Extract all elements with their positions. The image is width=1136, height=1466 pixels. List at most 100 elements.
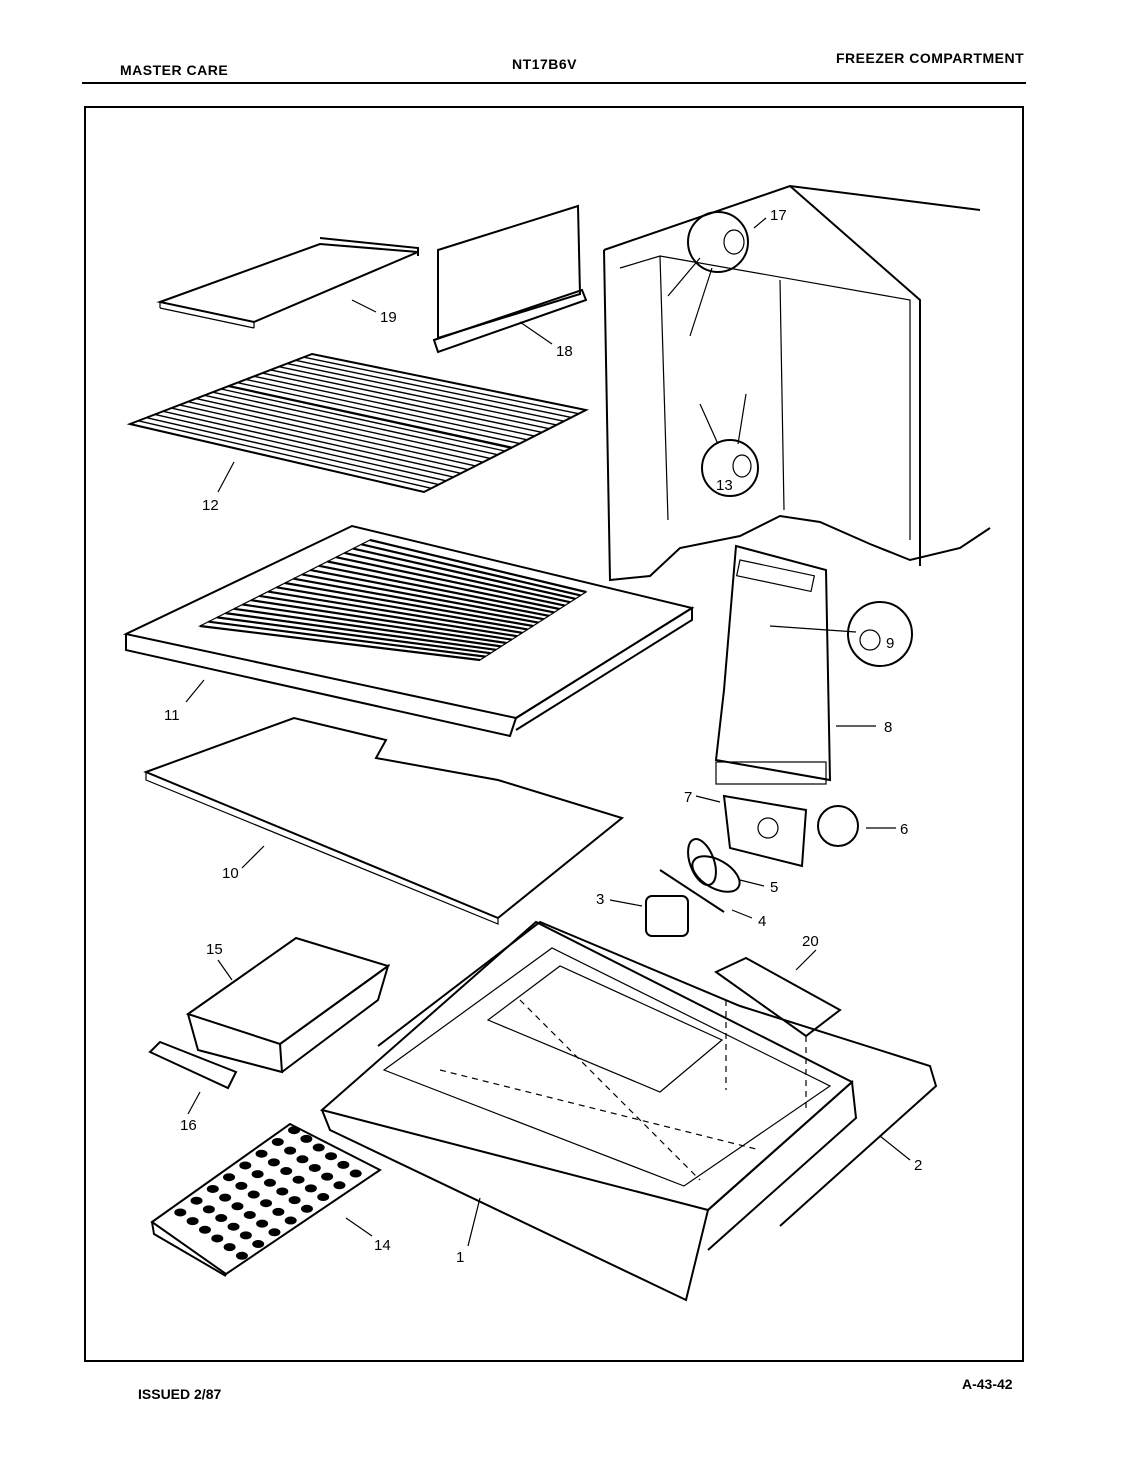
hatch-line	[199, 624, 481, 662]
ice-cup	[296, 1155, 309, 1164]
hatch-line	[262, 372, 542, 434]
hatch-line	[233, 607, 502, 648]
hatch-line	[196, 397, 484, 463]
ice-cup	[239, 1231, 252, 1240]
callout-1: 1	[456, 1249, 464, 1266]
callout-2: 2	[914, 1157, 922, 1174]
ice-cup	[304, 1184, 317, 1193]
hatch-line	[310, 569, 550, 617]
callout-6: 6	[900, 821, 908, 838]
hatch-line	[295, 359, 572, 419]
hatch-line	[229, 385, 513, 448]
ice-cup	[300, 1204, 313, 1213]
part-14-ice-tray	[150, 1122, 382, 1277]
callout-15: 15	[206, 941, 223, 958]
hatch-line	[179, 404, 469, 471]
hatch-line	[293, 577, 539, 624]
ice-cup	[260, 1199, 273, 1208]
hatch-line	[327, 560, 560, 611]
hatch-line	[216, 616, 491, 655]
ice-cup	[267, 1158, 280, 1167]
callout-8: 8	[884, 719, 892, 736]
hatch-line	[284, 581, 534, 628]
ice-cup	[255, 1149, 268, 1158]
ice-cup	[271, 1137, 284, 1146]
hatch-line	[276, 586, 528, 631]
callout-9: 9	[886, 635, 894, 652]
footer-issued-date: ISSUED 2/87	[138, 1386, 222, 1402]
ice-cup	[219, 1193, 232, 1202]
hatch-line	[335, 556, 566, 607]
ice-cup	[333, 1181, 346, 1190]
ice-cup	[276, 1187, 289, 1196]
hatch-line	[204, 394, 491, 460]
hatch-line	[369, 538, 587, 594]
callout-20: 20	[802, 933, 819, 950]
hatch-line	[237, 381, 520, 445]
part-13-bushing	[701, 439, 759, 497]
hatch-line	[171, 407, 461, 475]
ice-cup	[239, 1161, 252, 1170]
hatch-line	[146, 416, 439, 486]
ice-cup	[235, 1181, 248, 1190]
hatch-line	[138, 420, 432, 489]
ice-cup	[202, 1205, 215, 1214]
ice-cup	[317, 1193, 330, 1202]
ice-cup	[280, 1167, 293, 1176]
hatch-line	[242, 603, 507, 645]
hatch-line	[278, 366, 557, 426]
ice-cup	[227, 1222, 240, 1231]
ice-cup	[312, 1143, 325, 1152]
callout-17: 17	[770, 207, 787, 224]
hatch-line	[361, 543, 581, 597]
hatch-line	[270, 369, 550, 430]
hatch-line	[301, 573, 544, 621]
part-8-evaporator-cover	[714, 544, 832, 785]
ice-cup	[337, 1160, 350, 1169]
callout-19: 19	[380, 309, 397, 326]
ice-cup	[251, 1170, 264, 1179]
part-12-wire-shelf	[126, 352, 590, 494]
callout-5: 5	[770, 879, 778, 896]
part-17-bushing	[687, 211, 749, 273]
hatch-line	[253, 375, 535, 437]
ice-cup	[211, 1234, 224, 1243]
ice-cup	[206, 1184, 219, 1193]
ice-cup	[272, 1207, 285, 1216]
part-11-cover-frame	[122, 524, 695, 738]
ice-cup	[288, 1196, 301, 1205]
hatch-line	[303, 356, 579, 415]
part-9-fastener	[847, 601, 913, 667]
part-20-duct	[714, 956, 842, 1110]
hatch-line	[220, 388, 506, 452]
hatch-line	[259, 594, 518, 638]
part-6-grommet	[817, 805, 859, 847]
hatch-line	[187, 401, 476, 467]
header-model: NT17B6V	[512, 56, 577, 72]
callout-10: 10	[222, 865, 239, 882]
ice-cup	[288, 1126, 301, 1135]
part-3-fan-motor	[645, 869, 725, 937]
ice-cup	[263, 1178, 276, 1187]
ice-cup	[256, 1219, 269, 1228]
ice-cup	[247, 1190, 260, 1199]
ice-cup	[243, 1210, 256, 1219]
part-7-fan-bracket	[722, 794, 808, 868]
ice-cup	[235, 1251, 248, 1260]
ice-cup	[284, 1216, 297, 1225]
hatch-line	[162, 410, 454, 478]
hatch-line	[344, 551, 571, 604]
hatch-line	[154, 413, 447, 482]
ice-cup	[198, 1225, 211, 1234]
ice-cup	[268, 1228, 281, 1237]
ice-cup	[325, 1152, 338, 1161]
ice-cup	[252, 1240, 265, 1249]
callout-labels: 1 2 3 4 5 6 7 8 9 10 11 12 13 14 15 16 1…	[164, 207, 922, 1266]
ice-cup	[215, 1214, 228, 1223]
part-15-crisper-pan	[185, 936, 391, 1074]
hatch-line	[245, 378, 528, 441]
callout-18: 18	[556, 343, 573, 360]
diagram-frame	[84, 106, 1024, 1362]
ice-cup	[349, 1169, 362, 1178]
